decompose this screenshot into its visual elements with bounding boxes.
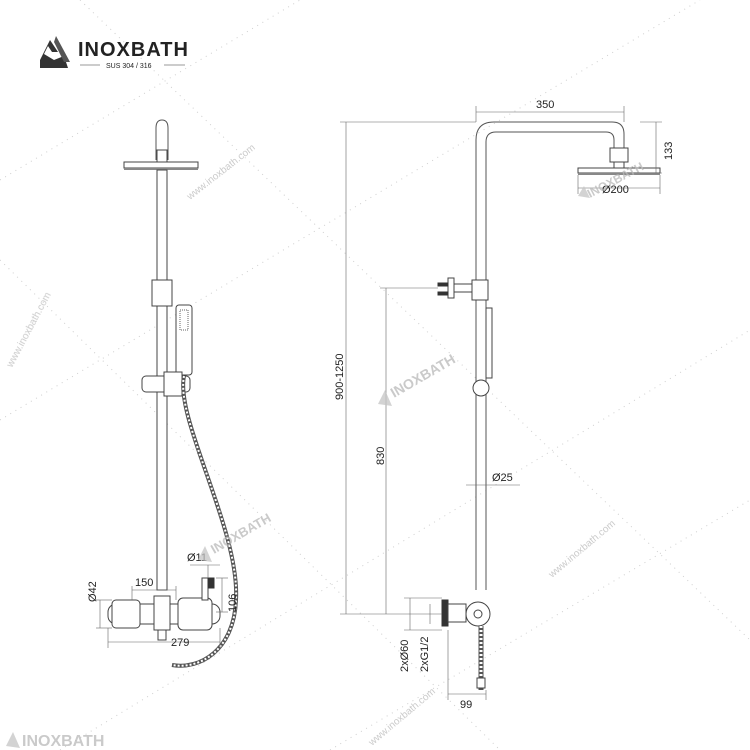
dim-inlet-thread: 2xG1/2: [419, 637, 431, 672]
watermarks: www.inoxbath.com www.inoxbath.com www.in…: [4, 142, 645, 750]
dim-valve-length: 150: [135, 577, 153, 589]
dim-wall-offset: 99: [460, 699, 472, 711]
side-rail-inner: [485, 131, 615, 590]
dim-head-diameter: Ø200: [602, 184, 629, 196]
dim-valve-height: 106: [227, 594, 239, 612]
watermark-url-3: www.inoxbath.com: [546, 518, 618, 581]
watermark-logo-2: INOXBATH: [378, 351, 458, 406]
dim-inlet-cover: 2xØ60: [399, 640, 411, 672]
brand-name: INOXBATH: [78, 39, 189, 61]
dim-overall-width: 279: [171, 637, 189, 649]
dim-head-drop: 133: [663, 142, 675, 160]
front-hose: [171, 375, 239, 668]
front-arm: [155, 119, 169, 160]
logo-mark-icon: [40, 36, 70, 68]
dim-rail-diameter: Ø25: [492, 472, 513, 484]
side-slider: [472, 379, 490, 397]
brand-tagline: SUS 304 / 316: [106, 63, 152, 70]
watermark-url-2: www.inoxbath.com: [4, 291, 53, 371]
svg-text:INOXBATH: INOXBATH: [208, 510, 273, 556]
front-shower-head: [123, 161, 199, 169]
brand-logo: INOXBATH SUS 304 / 316: [40, 36, 189, 70]
dim-valve-diameter: Ø42: [87, 581, 99, 602]
watermark-logo-4: INOXBATH: [6, 732, 104, 750]
svg-text:INOXBATH: INOXBATH: [388, 351, 458, 401]
side-view: 350 133 Ø200 900-1250 830 Ø25 2xØ60 2xG1…: [334, 99, 675, 711]
dim-inlet-height: 830: [375, 447, 387, 465]
watermark-url-4: www.inoxbath.com: [366, 686, 438, 749]
front-hand-shower: [175, 304, 193, 376]
watermark-url-1: www.inoxbath.com: [184, 142, 257, 203]
watermark-logo-3: INOXBATH: [198, 510, 273, 562]
side-rail-outer: [475, 121, 625, 590]
front-view: Ø11 150 Ø42 106 279: [87, 119, 239, 668]
dim-total-height: 900-1250: [334, 354, 346, 401]
svg-text:INOXBATH: INOXBATH: [22, 733, 104, 750]
dim-arm-length: 350: [536, 99, 554, 111]
